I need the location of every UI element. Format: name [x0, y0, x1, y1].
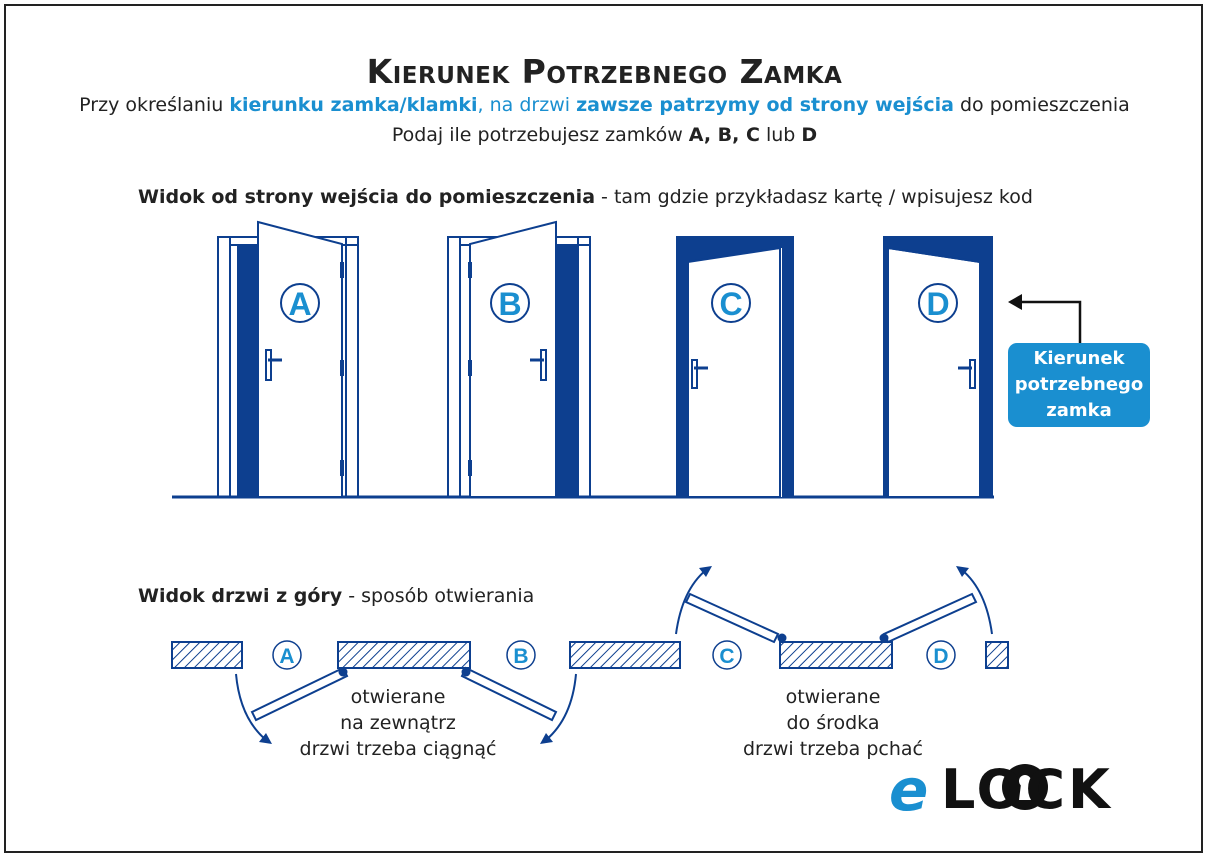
outward-caption: otwierane na zewnątrz drzwi trzeba ciągn… [268, 684, 528, 762]
top-view-hinges [338, 633, 889, 677]
top-view-label-c: C [712, 640, 742, 670]
door-d-marker: D [918, 283, 958, 323]
top-view-label-b: B [506, 640, 536, 670]
lock-direction-callout: Kierunek potrzebnego zamka [1008, 343, 1150, 427]
page-title: Kierunek Potrzebnego Zamka [366, 52, 843, 91]
swing-arcs [235, 569, 993, 741]
outward-line-1: otwierane [350, 686, 446, 708]
callout-line-1: Kierunek [1033, 348, 1125, 369]
svg-text:D: D [926, 286, 949, 322]
top-view-walls [171, 641, 1009, 669]
svg-text:C: C [719, 286, 742, 322]
logo-lock-icon [1002, 764, 1048, 810]
front-view-heading: Widok od strony wejścia do pomieszczenia… [138, 186, 1033, 208]
inward-line-1: otwierane [785, 686, 881, 708]
page-border [4, 4, 1203, 853]
svg-text:D: D [933, 645, 948, 668]
svg-text:C: C [719, 645, 734, 668]
inward-line-3: drzwi trzeba pchać [742, 738, 923, 760]
logo-e: e [889, 756, 929, 824]
subtitle-line-1: Przy określaniu kierunku zamka/klamki, n… [79, 94, 1130, 116]
swing-arrowheads [259, 566, 969, 744]
door-a-marker: A [280, 283, 320, 323]
top-view-leaves [250, 592, 978, 722]
subtitle-line-2: Podaj ile potrzebujesz zamków A, B, C lu… [391, 124, 818, 146]
inward-caption: otwierane do środka drzwi trzeba pchać [703, 684, 963, 762]
svg-text:A: A [288, 286, 311, 322]
door-c-marker: C [711, 283, 751, 323]
outward-line-2: na zewnątrz [340, 712, 456, 734]
top-view-label-d: D [926, 640, 956, 670]
door-d [883, 236, 993, 498]
door-c [676, 236, 794, 498]
logo-rest: LOCK [941, 758, 1113, 821]
callout-line-3: zamka [1046, 400, 1112, 421]
callout-arrow [1008, 294, 1082, 343]
door-b [447, 220, 591, 498]
door-a [217, 220, 359, 498]
top-view-label-a: A [272, 640, 302, 670]
door-b-marker: B [490, 283, 530, 323]
outward-line-3: drzwi trzeba ciągnąć [299, 738, 497, 760]
svg-text:B: B [513, 645, 528, 668]
svg-text:A: A [279, 645, 294, 668]
callout-line-2: potrzebnego [1014, 374, 1144, 395]
inward-line-2: do środka [786, 712, 880, 734]
top-view-heading: Widok drzwi z góry - sposób otwierania [138, 585, 535, 607]
svg-text:B: B [498, 286, 521, 322]
